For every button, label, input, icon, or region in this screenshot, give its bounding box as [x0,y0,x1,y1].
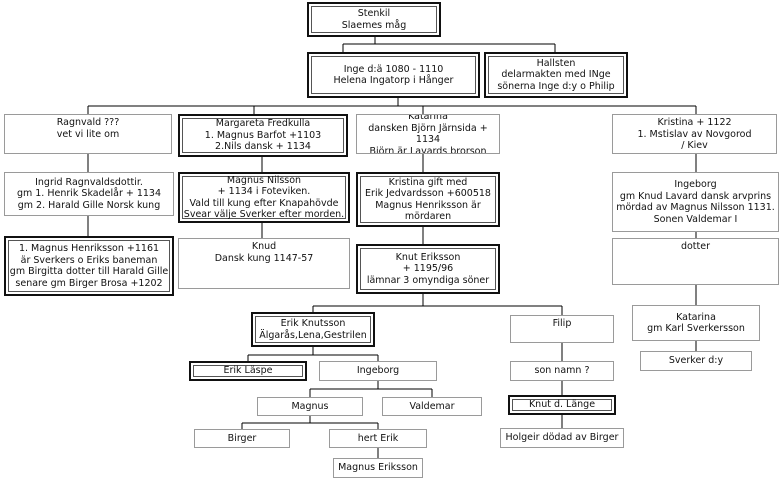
node-son-namn: son namn ? [510,361,614,381]
node-hert-erik: hert Erik [329,429,427,448]
node-magnus-eriksson: Magnus Eriksson [333,458,423,478]
node-valdemar: Valdemar [382,397,482,416]
node-filip: Filip [510,315,614,343]
node-magnus: Magnus [257,397,363,416]
node-erik-laspe: Erik Läspe [189,361,307,381]
node-holgeir: Holgeir dödad av Birger [500,428,624,448]
node-katarina: Katarina dansken Björn Järnsida + 1134 B… [356,114,500,154]
node-sverker: Sverker d:y [640,351,752,371]
node-ingeborg-knud: Ingeborg gm Knud Lavard dansk arvprins m… [612,172,779,232]
node-margareta: Margareta Fredkulla 1. Magnus Barfot +11… [178,114,348,157]
node-birger: Birger [194,429,290,448]
line-magnus-children [241,416,379,429]
node-magnus-nilsson: Magnus Nilsson + 1134 i Foteviken. Vald … [178,172,350,223]
line-inge-children [87,98,697,114]
node-erik-knutsson: Erik Knutsson Älgarås,Lena,Gestrilen [251,312,375,347]
line-stenkil-children [342,37,556,52]
node-katarina-karl: Katarina gm Karl Sverkersson [632,305,760,341]
line-knut-children [312,294,563,315]
node-ingrid: Ingrid Ragnvaldsdottir. gm 1. Henrik Ska… [4,172,174,216]
node-knud: Knud Dansk kung 1147-57 [178,238,350,289]
node-dotter: dotter [612,238,779,285]
line-erik-knutsson-children [247,347,379,361]
node-hallsten: Hallsten delarmakten med INge sönerna In… [484,52,628,98]
node-magnus-henriksson: 1. Magnus Henriksson +1161 är Sverkers o… [4,236,174,296]
node-ragnvald: Ragnvald ??? vet vi lite om [4,114,172,154]
node-knut-eriksson: Knut Eriksson + 1195/96 lämnar 3 omyndig… [356,244,500,294]
node-inge: Inge d:ä 1080 - 1110 Helena Ingatorp i H… [307,52,480,98]
node-kristina-gift: Kristina gift med Erik Jedvardsson +6005… [356,172,500,227]
node-knut-lange: Knut d. Länge [508,395,616,415]
node-kristina-1122: Kristina + 1122 1. Mstislav av Novgorod … [612,114,777,154]
node-stenkil: Stenkil Slaemes måg [307,2,441,37]
line-ingeborg-children [309,381,433,397]
node-ingeborg: Ingeborg [319,361,437,381]
